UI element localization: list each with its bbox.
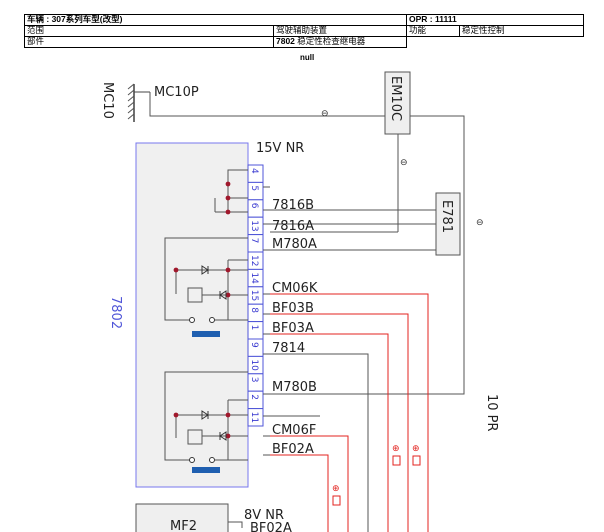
mf2-label: MF2 — [170, 519, 197, 532]
fuse-icons — [332, 455, 421, 506]
power-symbol-1: ⊕ — [392, 444, 400, 454]
pin-number: 5 — [249, 185, 259, 191]
pin-number: 8 — [249, 307, 259, 313]
relay-7802-box — [135, 142, 249, 488]
diodes — [201, 265, 227, 441]
part-label: 部件 — [24, 36, 274, 48]
wire-label: 7814 — [272, 341, 305, 356]
wire-label: M780A — [272, 237, 317, 252]
null-caption: null — [300, 53, 315, 62]
power-symbol-3: ⊕ — [332, 484, 340, 494]
switch-contacts — [189, 317, 215, 463]
e781-box — [435, 192, 461, 256]
wire-label: 7816B — [272, 198, 314, 213]
wire-label: BF02A — [272, 442, 314, 457]
wire-label: CM06F — [272, 423, 316, 438]
ground-symbol-2: ⊖ — [400, 158, 408, 168]
e781-label: E781 — [439, 200, 454, 233]
header-table: 车辆 : 307系列车型(改型) OPR : 11111 范围 驾驶辅助装置 功… — [24, 14, 584, 48]
mc10-ground — [127, 83, 150, 122]
pin-number: 13 — [249, 220, 259, 231]
relay-internal-upper — [164, 169, 248, 321]
power-symbol-2: ⊕ — [412, 444, 420, 454]
pin-number: 10 — [249, 359, 259, 371]
pin-cell — [247, 408, 264, 427]
pin-number: 1 — [249, 325, 259, 331]
upper-connector-label: 15V NR — [256, 141, 304, 156]
relay-7802-label: 7802 — [108, 296, 123, 329]
mf2-wire-label: BF02A — [250, 521, 292, 532]
pin-number: 15 — [249, 290, 259, 301]
pin-number: 2 — [249, 394, 259, 400]
pin-number: 9 — [249, 342, 259, 348]
pin-number: 7 — [249, 238, 259, 244]
pin-strip: 4 5 6 13 7 12 14 15 8 1 9 10 3 2 11 — [247, 164, 270, 456]
ground-symbol-1: ⊖ — [321, 109, 329, 119]
mc10p-label: MC10P — [154, 85, 199, 100]
part-value: 7802 稳定性检查继电器 — [273, 36, 407, 48]
function-value: 稳定性控制 — [459, 25, 584, 37]
red-wires — [270, 293, 429, 532]
wire-label: BF03A — [272, 321, 314, 336]
pin-number: 12 — [249, 255, 259, 266]
em10c-box — [384, 71, 411, 135]
junction-dots — [173, 181, 231, 439]
wire-label: CM06K — [272, 281, 318, 296]
wire-label: M780B — [272, 380, 317, 395]
ground-symbol-3: ⊖ — [476, 218, 484, 228]
pin-number: 11 — [249, 412, 259, 423]
pin-number: 4 — [249, 168, 259, 174]
lower-connector-label: 8V NR — [244, 508, 284, 523]
mf2-box — [135, 503, 229, 532]
side-connector-label: 10 PR — [484, 394, 499, 432]
pin-number: 3 — [249, 377, 259, 383]
pin-number: 14 — [249, 272, 259, 284]
relay-armatures — [192, 331, 220, 473]
grey-wires — [270, 353, 369, 532]
wire-label: 7816A — [272, 219, 314, 234]
wire-label: BF03B — [272, 301, 314, 316]
pin-number: 6 — [249, 203, 259, 209]
em10c-label: EM10C — [388, 76, 403, 121]
relay-internal-lower — [164, 371, 248, 461]
mc10-label: MC10 — [100, 82, 115, 119]
